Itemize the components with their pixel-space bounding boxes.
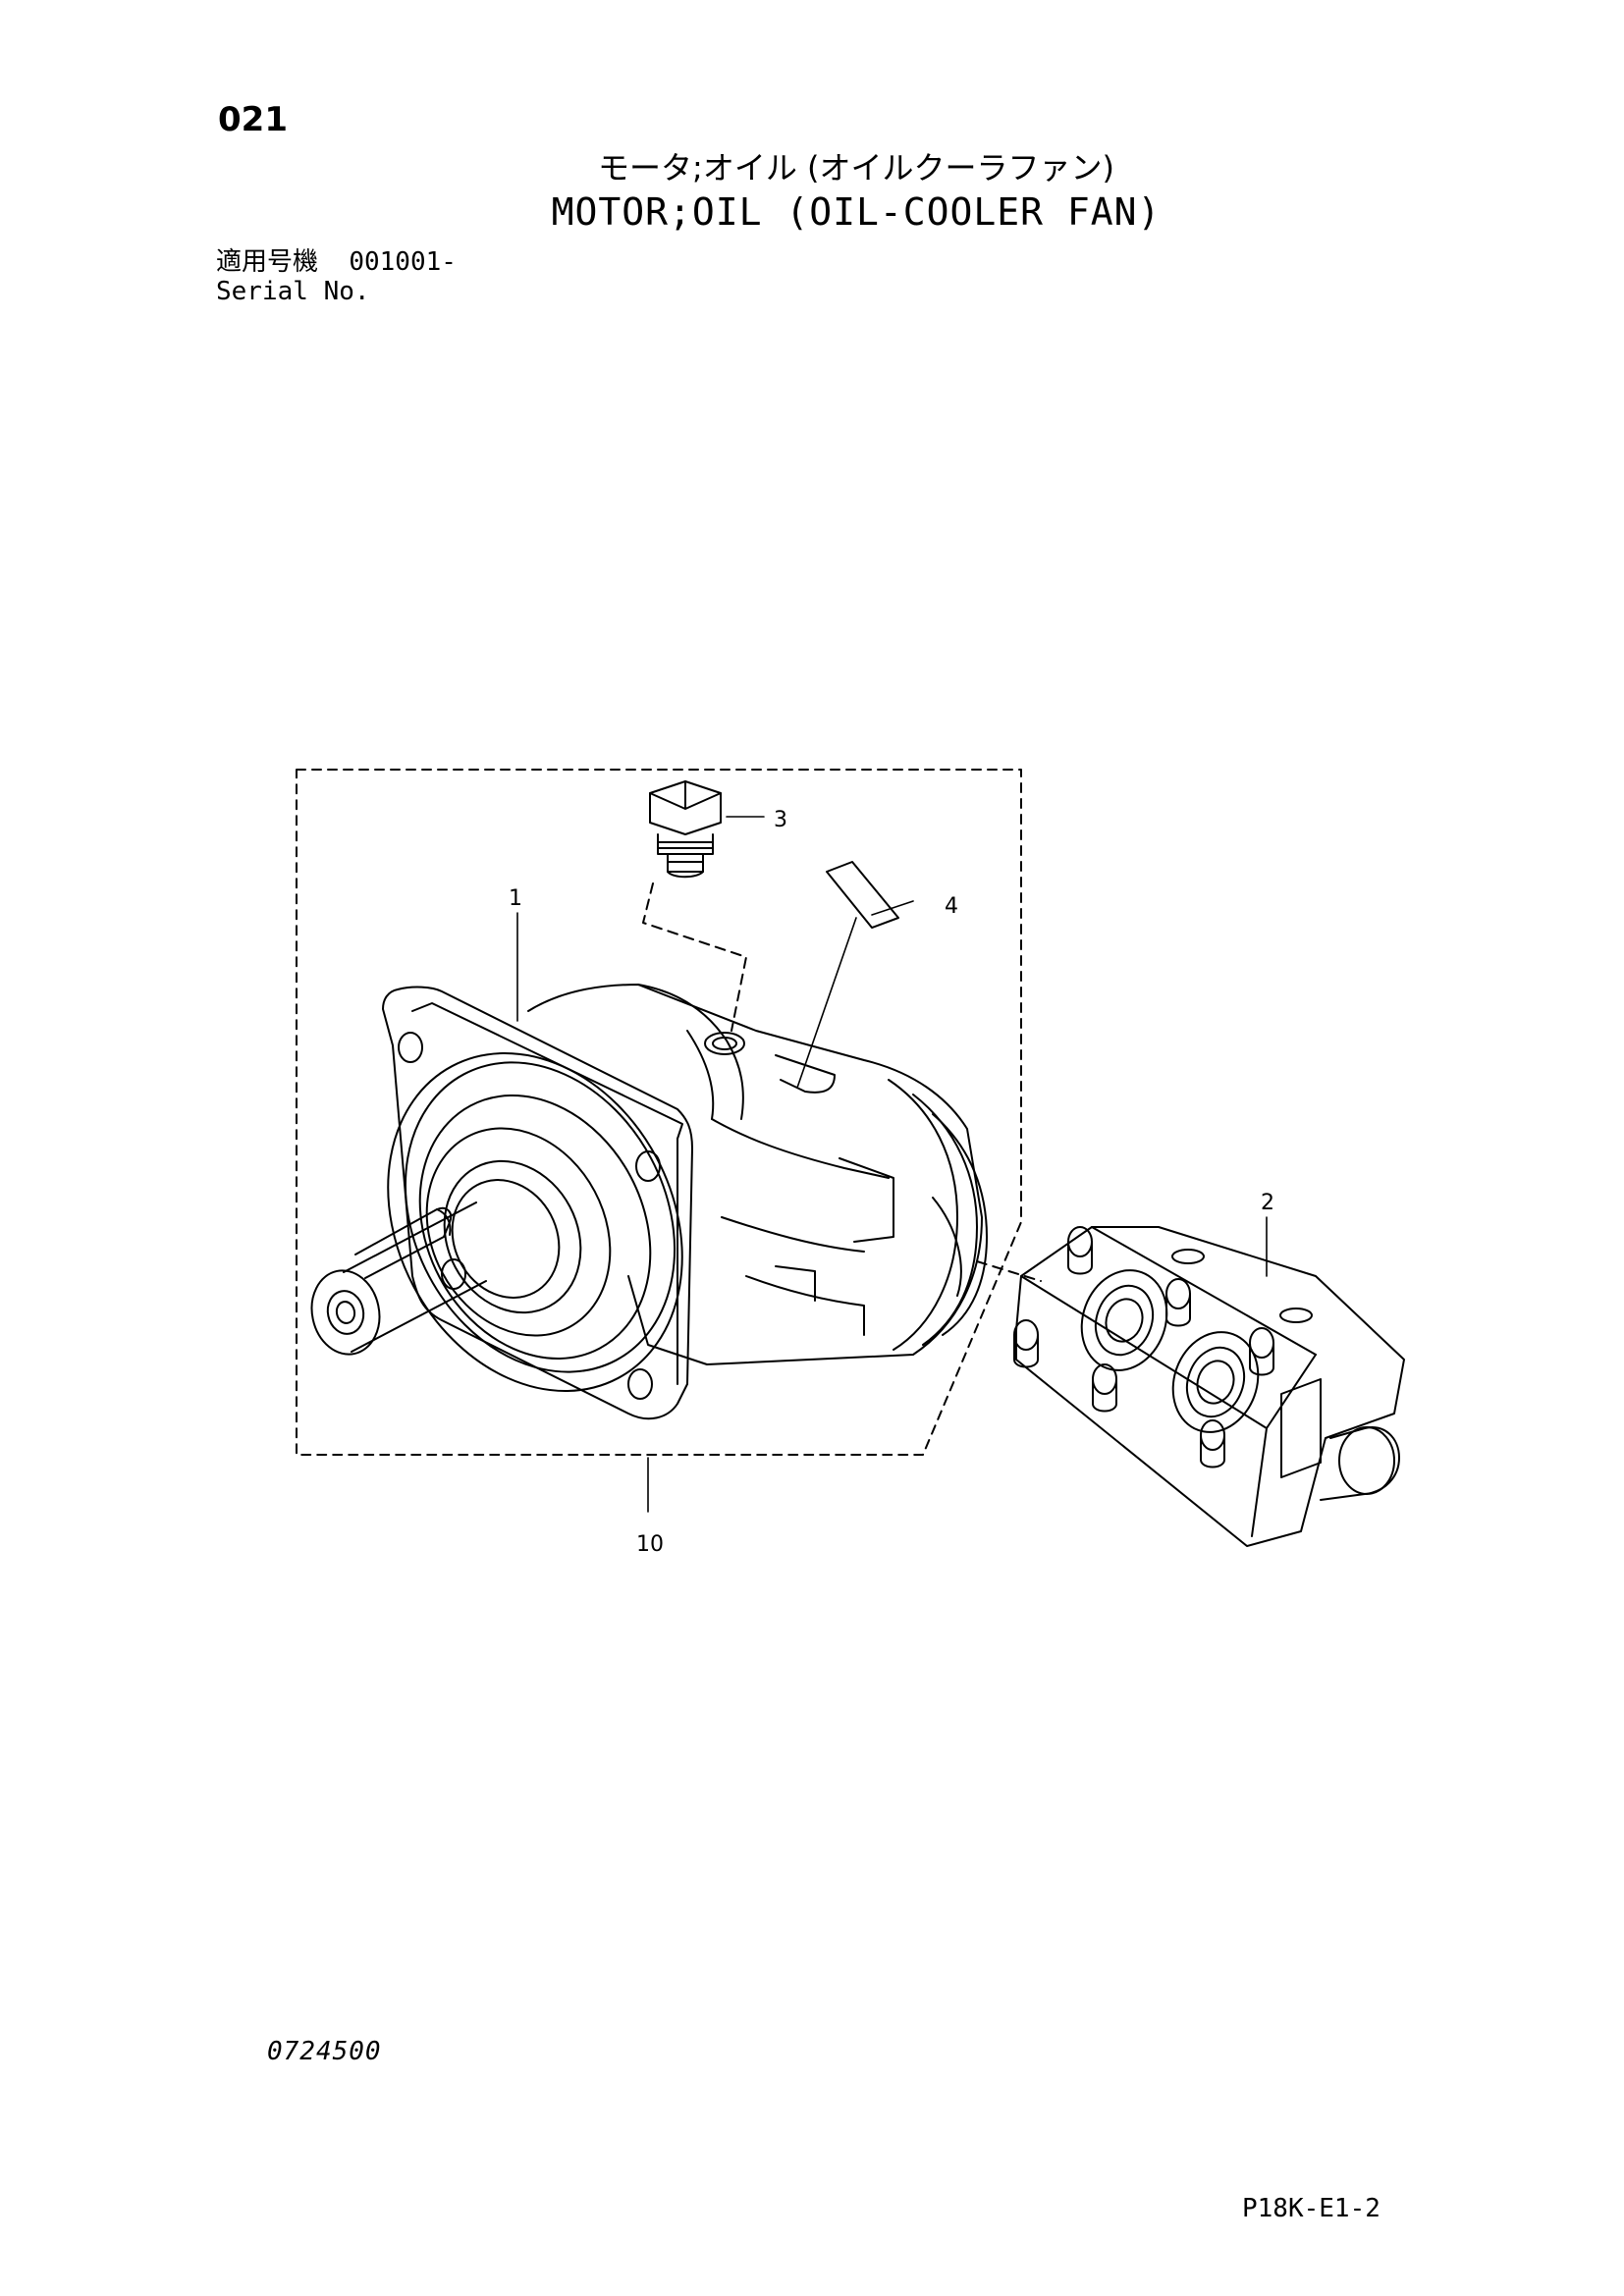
- serial-row: 適用号機 001001-: [216, 247, 457, 277]
- callout-1: 1: [509, 886, 522, 911]
- title-english: MOTOR;OIL (OIL-COOLER FAN): [551, 190, 1162, 234]
- assembly-boundary: [296, 769, 1022, 1456]
- leader-lines: [516, 816, 1268, 1513]
- plug: [649, 780, 722, 879]
- name-plate: [826, 861, 899, 929]
- valve-leader-dashed: [976, 1260, 1042, 1282]
- serial-block: 適用号機 001001- Serial No.: [216, 247, 457, 306]
- callout-3: 3: [774, 808, 787, 832]
- title-block: モータ;オイル (オイルクーラファン) MOTOR;OIL (OIL-COOLE…: [0, 147, 1624, 236]
- plug-leader-dashed: [642, 882, 747, 1032]
- oil-motor: [310, 984, 988, 1420]
- title-japanese: モータ;オイル (オイルクーラファン): [598, 149, 1114, 187]
- serial-label-jp: 適用号機: [216, 247, 319, 277]
- callout-2: 2: [1261, 1191, 1274, 1215]
- page-number: 021: [218, 100, 288, 139]
- page-code: P18K-E1-2: [1242, 2194, 1380, 2223]
- valve-block: [1013, 1226, 1405, 1547]
- serial-label-en: Serial No.: [216, 277, 370, 306]
- drawing-id: 0724500: [267, 2037, 382, 2066]
- serial-value: 001001-: [349, 247, 457, 277]
- callout-4: 4: [945, 894, 958, 919]
- callout-10: 10: [636, 1532, 664, 1557]
